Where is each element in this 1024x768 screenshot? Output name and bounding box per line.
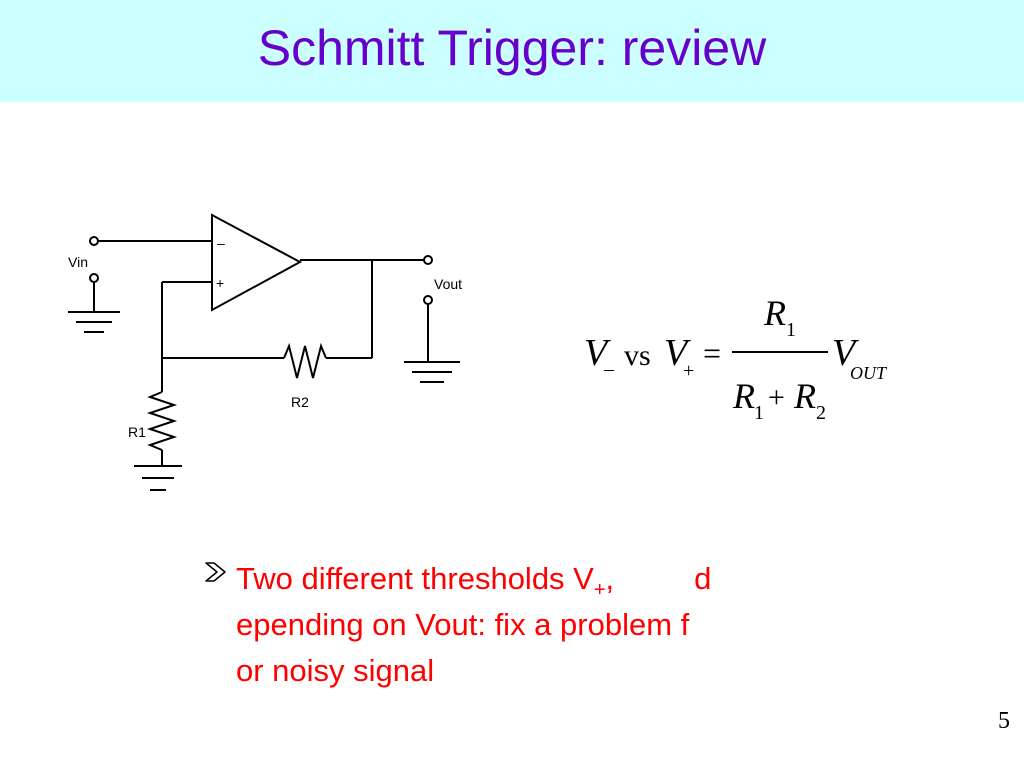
bullet-text-line2: epending on Vout: fix a problem f xyxy=(236,607,690,642)
opamp-minus-label: – xyxy=(217,235,225,251)
formula-num-sub: 1 xyxy=(786,319,796,341)
formula-mid-sub: + xyxy=(683,360,694,382)
vout-label: Vout xyxy=(434,276,462,292)
bullet-text-part3: d xyxy=(694,561,712,596)
vin-label: Vin xyxy=(68,254,88,270)
bullet-text-subscript: + xyxy=(593,579,606,602)
page-number: 5 xyxy=(998,708,1010,734)
opamp-plus-label: + xyxy=(216,275,224,291)
vin-ground-terminal xyxy=(89,273,99,283)
vout-ground-terminal xyxy=(423,295,433,305)
formula-den-plus: + xyxy=(768,381,785,414)
r2-resistor xyxy=(283,342,327,379)
opamp-symbol xyxy=(211,213,303,312)
bullet-text-part1: Two different thresholds V xyxy=(236,561,594,596)
r1-label: R1 xyxy=(128,424,146,440)
formula-equals: = xyxy=(703,335,721,371)
formula-lhs-v: V xyxy=(584,332,611,374)
formula-den-r1-sub: 1 xyxy=(754,402,764,424)
formula-den-r2-sub: 2 xyxy=(816,402,826,424)
vout-terminal xyxy=(423,255,433,265)
title-bar xyxy=(0,0,1024,102)
schmitt-trigger-circuit: – + Vin Vout R1 R2 xyxy=(68,213,462,491)
formula-den-r1: R xyxy=(732,376,755,416)
formula-vs: vs xyxy=(624,339,651,372)
slide-title: Schmitt Trigger: review xyxy=(257,20,767,76)
vin-terminal xyxy=(89,236,99,246)
formula-lhs-sub: – xyxy=(603,358,615,380)
r2-label: R2 xyxy=(291,394,309,410)
arrow-bullet-icon xyxy=(205,562,226,582)
threshold-formula: V – vs V + = R 1 R 1 + R 2 V OUT xyxy=(584,293,888,424)
bullet-text-comma: , xyxy=(605,561,615,596)
bullet-text-line3: or noisy signal xyxy=(236,653,435,688)
formula-num-r: R xyxy=(763,293,786,333)
formula-out-sub: OUT xyxy=(850,363,888,383)
formula-mid-v: V xyxy=(664,332,691,374)
formula-den-r2: R xyxy=(793,376,816,416)
formula-out-v: V xyxy=(832,332,859,374)
r1-resistor xyxy=(146,391,178,451)
